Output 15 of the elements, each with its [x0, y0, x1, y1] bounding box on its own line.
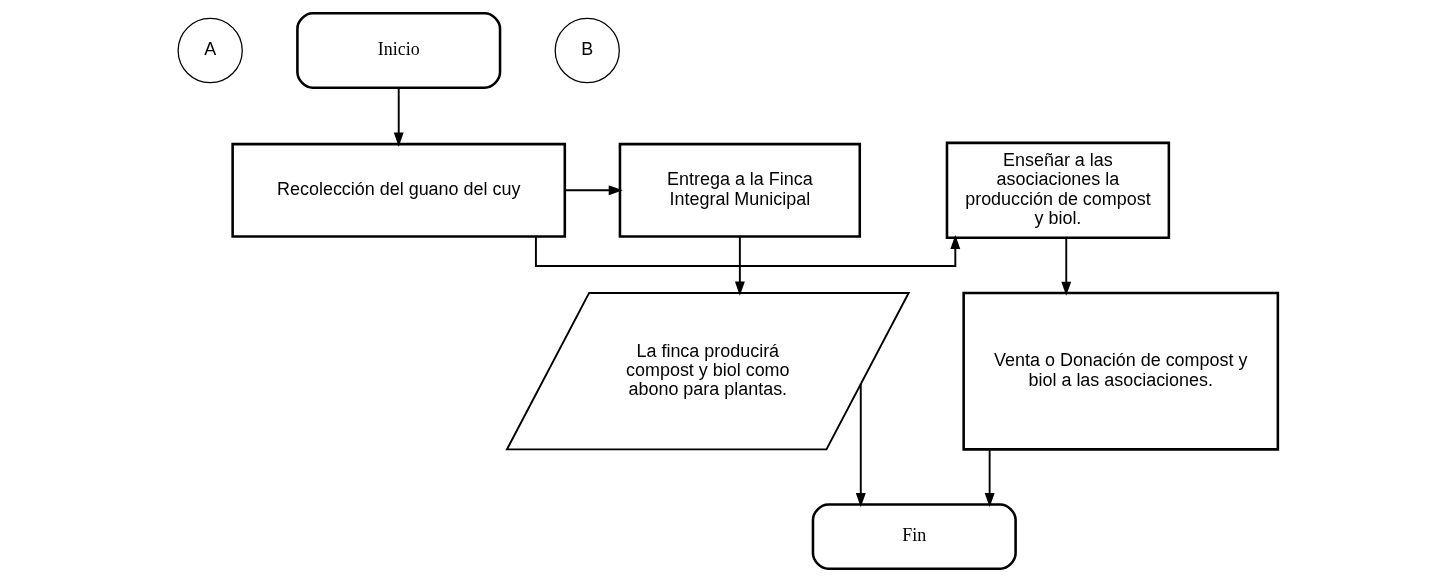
node-circle: B — [554, 17, 620, 84]
arrow — [534, 234, 961, 267]
arrow — [393, 87, 404, 147]
node-box: Recolección del guano del cuy — [231, 142, 567, 238]
node-box: Enseñar a las asociaciones la producción de compost y biol. — [945, 141, 1171, 240]
arrow — [1061, 236, 1072, 296]
arrow — [564, 185, 623, 196]
node-box: Venta o Donación de compost y biol a las asociaciones. — [962, 291, 1280, 451]
arrow — [855, 383, 866, 508]
node-box: Entrega a la Finca Integral Municipal — [618, 142, 862, 238]
arrow — [734, 235, 745, 296]
node-box: Inicio — [296, 12, 502, 89]
node-circle: A — [177, 17, 243, 84]
node-box: Fin — [811, 503, 1017, 570]
arrow — [984, 448, 995, 508]
